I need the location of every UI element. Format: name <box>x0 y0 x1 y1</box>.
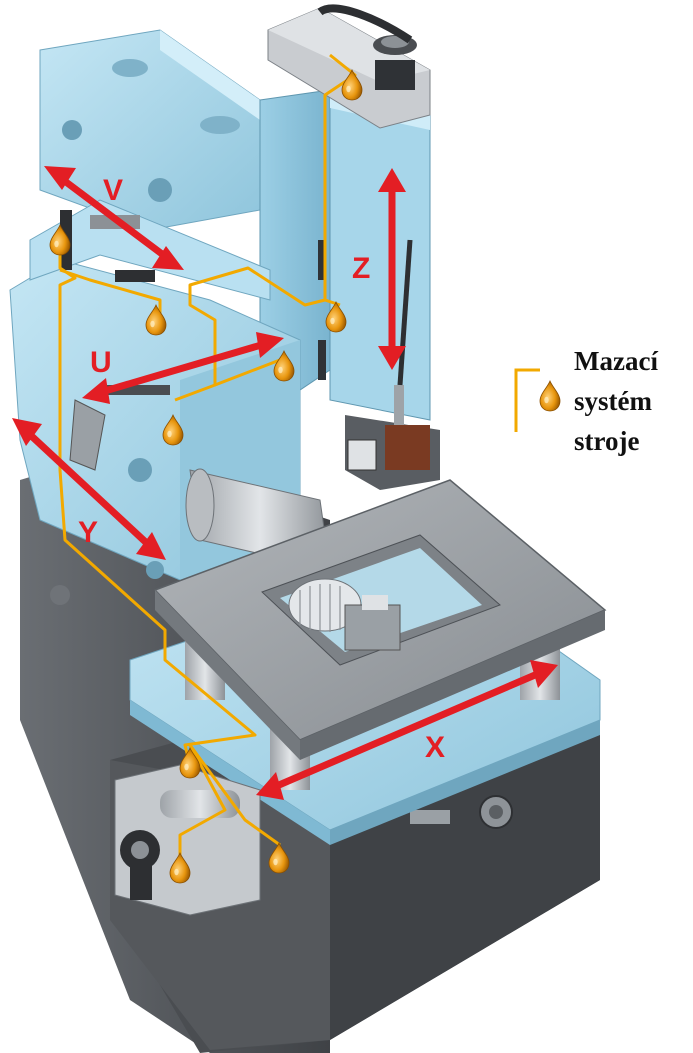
oil-drop-icon <box>539 380 561 412</box>
axis-label-z: Z <box>352 252 370 285</box>
axis-label-v: V <box>103 174 123 207</box>
legend-line-icon <box>514 368 540 432</box>
x-axis-arrow <box>256 660 558 800</box>
legend-text-line1: Mazací <box>574 346 658 376</box>
legend-text-line2: systém <box>574 386 652 416</box>
legend-text-line3: stroje <box>574 426 639 456</box>
lubrication-lines <box>58 53 357 858</box>
u-axis-arrow <box>82 332 284 404</box>
axis-labels: V U Z Y X <box>78 174 445 764</box>
z-axis-arrow <box>378 168 406 370</box>
axis-label-y: Y <box>78 516 98 549</box>
y-axis-arrow <box>12 418 166 560</box>
axis-label-u: U <box>90 346 112 379</box>
y-axis-drive <box>114 764 261 916</box>
axis-label-x: X <box>425 731 445 764</box>
legend: Mazací systém stroje <box>514 346 658 456</box>
v-axis-arrow <box>44 166 184 270</box>
work-table <box>129 479 607 845</box>
axis-arrows <box>12 166 558 800</box>
